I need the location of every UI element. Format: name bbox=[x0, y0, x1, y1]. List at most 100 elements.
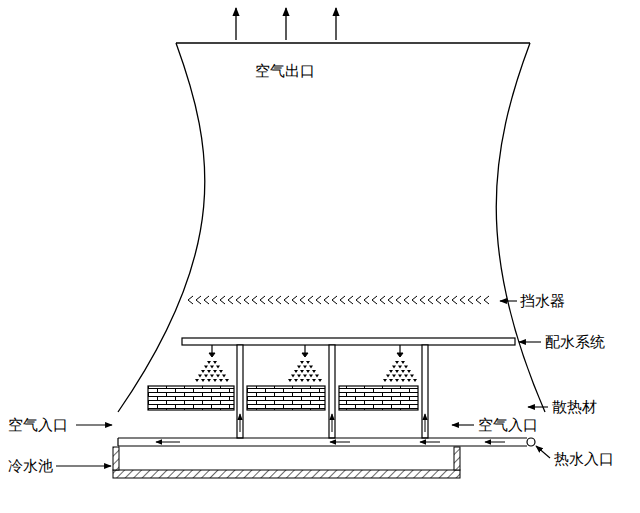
water-drop bbox=[395, 379, 399, 382]
eliminator-blade bbox=[372, 296, 377, 304]
water-drop bbox=[407, 370, 411, 373]
riser-pipes bbox=[237, 345, 428, 438]
water-drop bbox=[398, 366, 402, 369]
water-drop bbox=[398, 375, 402, 378]
eliminator-blade bbox=[292, 296, 297, 304]
eliminator-blade bbox=[460, 296, 465, 304]
eliminator-blade bbox=[188, 296, 193, 304]
nozzle bbox=[399, 345, 400, 353]
water-drop bbox=[395, 370, 399, 373]
water-drop bbox=[410, 375, 414, 378]
water-drop bbox=[219, 379, 223, 382]
water-drop bbox=[312, 379, 316, 382]
eliminator-blade bbox=[380, 296, 385, 304]
water-drop bbox=[294, 370, 298, 373]
eliminator-blade bbox=[228, 296, 233, 304]
water-drop bbox=[395, 361, 399, 364]
nozzle-tip bbox=[397, 353, 403, 357]
eliminator-blade bbox=[436, 296, 441, 304]
water-drop bbox=[401, 379, 405, 382]
water-drop bbox=[404, 366, 408, 369]
eliminator-blade bbox=[412, 296, 417, 304]
water-drop bbox=[315, 375, 319, 378]
water-drop bbox=[204, 366, 208, 369]
water-drop bbox=[201, 370, 205, 373]
fill-label: 散热材 bbox=[552, 398, 597, 416]
water-drop bbox=[300, 370, 304, 373]
water-drop bbox=[392, 366, 396, 369]
fill-media bbox=[148, 386, 418, 410]
nozzle bbox=[211, 345, 212, 353]
water-drop bbox=[210, 366, 214, 369]
water-drop bbox=[219, 370, 223, 373]
eliminator-blade bbox=[404, 296, 409, 304]
eliminator-blade bbox=[196, 296, 201, 304]
air-outlet-label: 空气出口 bbox=[255, 62, 315, 80]
water-drop bbox=[401, 361, 405, 364]
eliminator-blade bbox=[444, 296, 449, 304]
water-drop bbox=[309, 375, 313, 378]
riser-arrows bbox=[240, 414, 425, 432]
eliminator-blade bbox=[284, 296, 289, 304]
eliminator-blade bbox=[252, 296, 257, 304]
eliminator-blade bbox=[268, 296, 273, 304]
water-drop bbox=[297, 366, 301, 369]
eliminator-blade bbox=[324, 296, 329, 304]
distribution-pipe bbox=[182, 338, 515, 345]
eliminator-blade bbox=[308, 296, 313, 304]
eliminator-blade bbox=[364, 296, 369, 304]
cold-water-basin bbox=[113, 447, 460, 478]
water-drop bbox=[300, 361, 304, 364]
water-drop bbox=[404, 375, 408, 378]
water-drop bbox=[207, 379, 211, 382]
nozzle-tip bbox=[209, 353, 215, 357]
water-drop bbox=[216, 366, 220, 369]
water-drop bbox=[303, 366, 307, 369]
water-eliminator bbox=[188, 296, 489, 304]
water-drop bbox=[213, 361, 217, 364]
water-drop bbox=[198, 375, 202, 378]
eliminator-blade bbox=[212, 296, 217, 304]
distribution-label: 配水系统 bbox=[545, 333, 605, 351]
water-drop bbox=[210, 375, 214, 378]
water-drop bbox=[195, 379, 199, 382]
water-drop bbox=[294, 379, 298, 382]
water-drop bbox=[407, 379, 411, 382]
water-drop bbox=[225, 379, 229, 382]
water-drop bbox=[309, 366, 313, 369]
outflow-arrows bbox=[236, 8, 336, 40]
eliminator-blade bbox=[356, 296, 361, 304]
water-drop bbox=[401, 370, 405, 373]
water-drop bbox=[297, 375, 301, 378]
water-drop bbox=[216, 375, 220, 378]
eliminator-blade bbox=[468, 296, 473, 304]
water-drop bbox=[413, 379, 417, 382]
eliminator-blade bbox=[244, 296, 249, 304]
water-drop bbox=[306, 379, 310, 382]
water-drop bbox=[207, 370, 211, 373]
hot-water-label: 热水入口 bbox=[554, 450, 614, 468]
water-drop bbox=[291, 375, 295, 378]
water-drop bbox=[383, 379, 387, 382]
eliminator-blade bbox=[276, 296, 281, 304]
water-drop bbox=[312, 370, 316, 373]
eliminator-blade bbox=[396, 296, 401, 304]
basin-label: 冷水池 bbox=[8, 457, 53, 475]
water-drop bbox=[306, 361, 310, 364]
water-drop bbox=[392, 375, 396, 378]
leader-arrows bbox=[56, 301, 550, 466]
air-inlet-label: 空气入口 bbox=[478, 416, 538, 434]
eliminator-label: 挡水器 bbox=[520, 292, 565, 310]
nozzle bbox=[304, 345, 305, 353]
eliminator-blade bbox=[452, 296, 457, 304]
water-drop bbox=[288, 379, 292, 382]
water-drop bbox=[386, 375, 390, 378]
water-drop bbox=[318, 379, 322, 382]
water-drop bbox=[213, 370, 217, 373]
water-drop bbox=[303, 375, 307, 378]
water-drop bbox=[300, 379, 304, 382]
eliminator-blade bbox=[316, 296, 321, 304]
eliminator-blade bbox=[476, 296, 481, 304]
